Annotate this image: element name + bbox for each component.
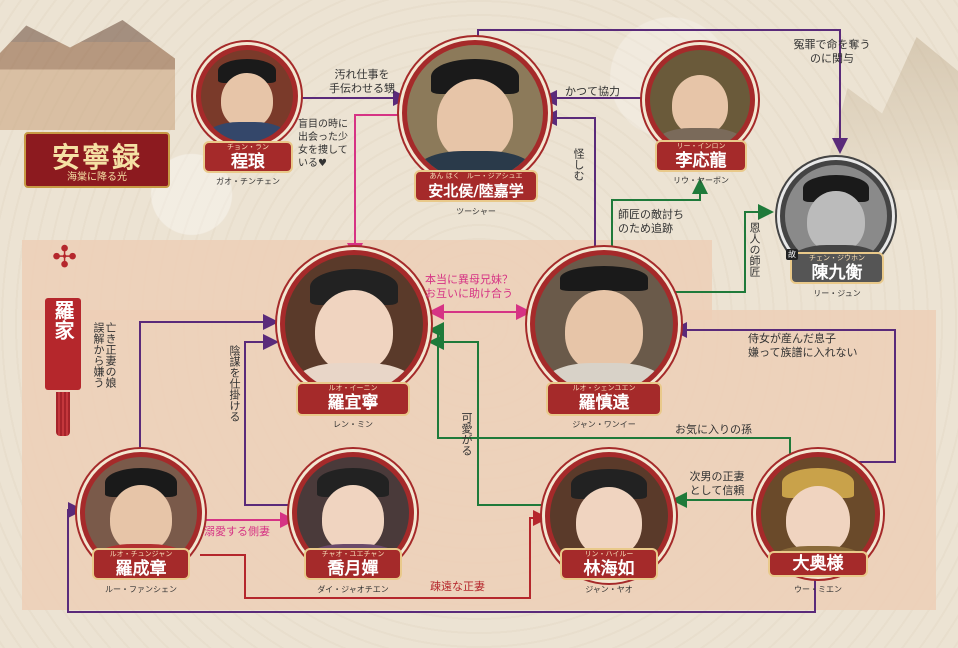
rel-chengzhang-qiao: 溺愛する側妻 [204,525,270,538]
face-shape [315,289,393,373]
face-shape [565,289,643,373]
actor-cheng-lang: ガオ・チンチェン [216,177,280,186]
rel-ooku-lin: 次男の正妻 として信頼 [689,470,745,497]
namebar-qiao-yuechan: チャオ・ユエチャン 喬月嬋 [304,548,402,580]
rel-chengzhang-lin: 疎遠な正妻 [430,580,485,593]
ruby-luo-yining: ルオ・イーニン [328,384,378,392]
namebar-luo-chengzhang: ルオ・チュンジャン 羅成章 [92,548,190,580]
rel-an-yining: 盲目の時に出会った少女を捜している♥ [298,119,348,169]
line-lin-yining [428,334,545,506]
logo-title: 安寧録 [51,141,142,174]
hat-shape [559,266,649,291]
namebar-chen-jiuheng: チェン・ジウホン 陳九衡 [790,252,884,284]
ruby-luo-shenyuan: ルオ・シェンユエン [572,384,636,392]
name-cheng-lang: 程琅 [231,152,265,172]
name-luo-chengzhang: 羅成章 [115,559,167,579]
namebar-ooku-sama: 大奥様 [768,551,868,577]
line-an-chen [477,29,848,154]
ruby-lin-haiyu: リン・ハイルー [584,550,634,558]
name-luo-yining: 羅宜寧 [327,393,379,413]
portrait-luo-yining[interactable] [280,250,428,398]
tassel-icon [56,392,70,436]
drama-logo: 安寧録 海棠に降る光 [24,132,170,188]
rel-shenyuan-chen: 恩人の師匠 [748,222,761,277]
actor-chen-jiuheng: リー・ジュン [813,289,861,298]
namebar-lin-haiyu: リン・ハイルー 林海如 [560,548,658,580]
rel-yining-shenyuan: 本当に異母兄妹？ お互いに助け合う [425,273,513,300]
name-lin-haiyu: 林海如 [583,559,635,579]
line-an-yining [347,114,405,259]
portrait-an-beihou[interactable] [402,40,548,186]
name-qiao-yuechan: 喬月嬋 [327,559,379,579]
face-shape [786,485,850,554]
namebar-cheng-lang: チョン・ラン 程琅 [203,141,293,173]
face-shape [436,79,514,161]
face-shape [109,485,173,553]
ruby-cheng-lang: チョン・ラン [227,143,269,151]
logo-subtitle: 海棠に降る光 [67,172,127,183]
rel-shenyuan-li: 師匠の敵討ち のため追跡 [618,208,684,235]
family-label-panel [45,298,81,390]
face-shape [575,486,643,558]
rel-cheng-an: 汚れ仕事を 手伝わせる甥 [329,68,395,95]
ruby-chen-jiuheng: チェン・ジウホン [809,254,865,262]
line-shenyuan-chen [670,204,774,293]
line-ooku-bottom [67,502,816,613]
face-shape [221,73,273,129]
actor-luo-shenyuan: ジャン・ワンイー [572,420,636,429]
ruby-li-yinglong: リー・インロン [676,142,726,150]
ruby-qiao-yuechan: チャオ・ユエチャン [321,550,385,558]
face-shape [321,485,385,553]
name-ooku-sama: 大奥様 [792,554,844,574]
face-shape [807,190,865,252]
actor-ooku-sama: ウー・ミエン [794,585,842,594]
deceased-badge: 故 [786,249,798,260]
family-label: 羅家 [51,300,75,340]
portrait-luo-shenyuan[interactable] [530,250,678,398]
chinese-knot-icon: ✣ [52,240,78,275]
portrait-cheng-lang[interactable] [196,45,298,147]
rel-chengzhang-yining: 亡き正妻の娘 誤解から嫌う [92,322,117,388]
line-chengzhang-yining [139,314,279,462]
line-chengzhang-lin [200,510,549,599]
name-chen-jiuheng: 陳九衡 [811,263,863,283]
ruby-an-beihou: あん ほく ルー・ジアシュエ [416,172,536,181]
line-shenyuan-an [541,110,596,255]
rel-lin-yining: 可愛がる [460,412,473,456]
rel-ooku-shenyuan: 侍女が産んだ息子 嫌って族譜に入れない [748,332,858,359]
actor-luo-yining: レン・ミン [333,420,373,429]
actor-an-beihou: ツーシャー [456,207,496,216]
rel-ooku-yining: お気に入りの孫 [675,423,752,436]
name-an-beihou: 安北侯/陸嘉学 [428,182,524,200]
ruby-an-beihou-right: ルー・ジアシュエ [466,172,523,180]
ruby-luo-chengzhang: ルオ・チュンジャン [109,550,173,558]
ruby-an-beihou-left: あん ほく [429,172,460,180]
name-luo-shenyuan: 羅慎遠 [578,393,630,413]
face-shape [672,75,728,135]
line-ooku-yining [428,322,791,462]
namebar-an-beihou: あん ほく ルー・ジアシュエ 安北侯/陸嘉学 [414,170,538,202]
rel-qiao-yining: 陰謀を仕掛ける [228,345,241,422]
rel-li-an: かつて協力 [565,85,620,98]
actor-lin-haiyu: ジャン・ヤオ [585,585,633,594]
actor-li-yinglong: リウ・ヤーボン [673,176,729,185]
robe-shape [205,121,289,142]
rel-an-chen: 冤罪で命を奪う のに関与 [793,38,871,65]
namebar-luo-yining: ルオ・イーニン 羅宜寧 [296,382,410,416]
namebar-li-yinglong: リー・インロン 李応龍 [655,140,747,172]
rel-shenyuan-an: 怪しむ [572,148,585,181]
line-shenyuan-li [611,178,708,255]
portrait-li-yinglong[interactable] [645,45,755,155]
line-qiao-yining [244,334,295,506]
actor-qiao-yuechan: ダイ・ジャオチエン [317,585,389,594]
actor-luo-chengzhang: ルー・ファンシェン [105,585,177,594]
namebar-luo-shenyuan: ルオ・シェンユエン 羅慎遠 [546,382,662,416]
name-li-yinglong: 李応龍 [675,151,727,171]
